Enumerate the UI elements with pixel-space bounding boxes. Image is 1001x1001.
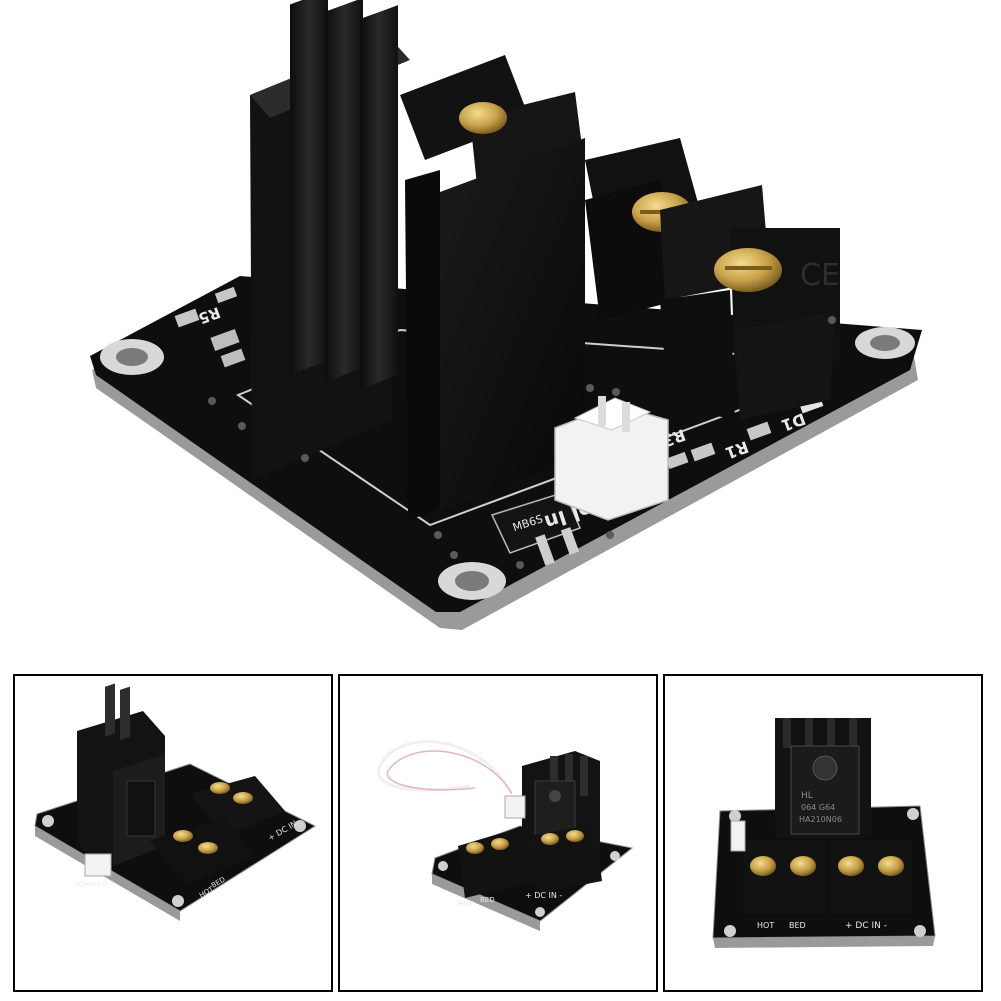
thumb3-label-dc-in: + DC IN - [845, 921, 887, 931]
smd-part [665, 451, 689, 470]
mounting-hole-left [100, 339, 164, 375]
smd-resistor [214, 286, 238, 304]
label-ce: CE [800, 258, 840, 293]
thumbnail-3-svg: HL 064 G64 HA210N06 HOT BED + DC IN - [712, 718, 936, 948]
thumbnail-2-svg: HOT BED + DC IN - [377, 740, 634, 931]
brass-screw [459, 102, 507, 134]
thumb1-connector [84, 853, 112, 877]
thumb1-heatsink [77, 683, 165, 868]
thumb3-label-bed: BED [789, 921, 806, 930]
thumb3-heatsink: HL 064 G64 HA210N06 [775, 718, 871, 838]
thumb3-connector [730, 820, 746, 852]
heatsink-front-plate [432, 138, 585, 515]
thumb3-chip-hl: HL [801, 791, 813, 801]
thumbnail-3[interactable]: HL 064 G64 HA210N06 HOT BED + DC IN - [663, 674, 983, 992]
smd-resistor [174, 308, 200, 328]
smd-resistor [220, 348, 246, 368]
thumbnail-2[interactable]: HOT BED + DC IN - [338, 674, 658, 992]
mounting-hole-bottom [438, 562, 506, 600]
thumb3-label-hot: HOT [757, 921, 774, 930]
thumb2-wires [377, 740, 512, 792]
thumb2-label-bed: BED [480, 896, 495, 904]
thumb2-connector [504, 795, 526, 819]
hero-product-photo: R5 MB6S eControl In R3 R1 D1 [90, 0, 922, 630]
thumb3-terminal [743, 841, 912, 913]
thumb2-terminal [458, 824, 602, 898]
smd-resistor-r1 [746, 421, 772, 441]
smd-resistor-r3 [690, 442, 716, 462]
mounting-hole-right [855, 327, 915, 359]
pcb-vias [208, 316, 836, 569]
thumb2-label-hot: HOT [458, 900, 474, 908]
thumb3-chip-part: HA210N06 [799, 815, 842, 824]
thumbnail-1[interactable]: + DC IN - BED HOT eControl In [13, 674, 333, 992]
thumb1-label-control-in: eControl In [75, 881, 108, 888]
bridge-rectifier-mb6s: MB6S [490, 491, 581, 566]
hero-svg: R5 MB6S eControl In R3 R1 D1 [90, 0, 922, 630]
heatsink [250, 0, 585, 520]
thumb3-chip-code: 064 G64 [801, 803, 835, 812]
thumbnail-1-svg: + DC IN - BED HOT eControl In [34, 683, 317, 921]
thumb2-label-dc-in: + DC IN - [525, 891, 562, 900]
smd-resistor [210, 328, 240, 352]
thumb1-terminal [150, 776, 285, 886]
control-in-connector [554, 396, 669, 521]
